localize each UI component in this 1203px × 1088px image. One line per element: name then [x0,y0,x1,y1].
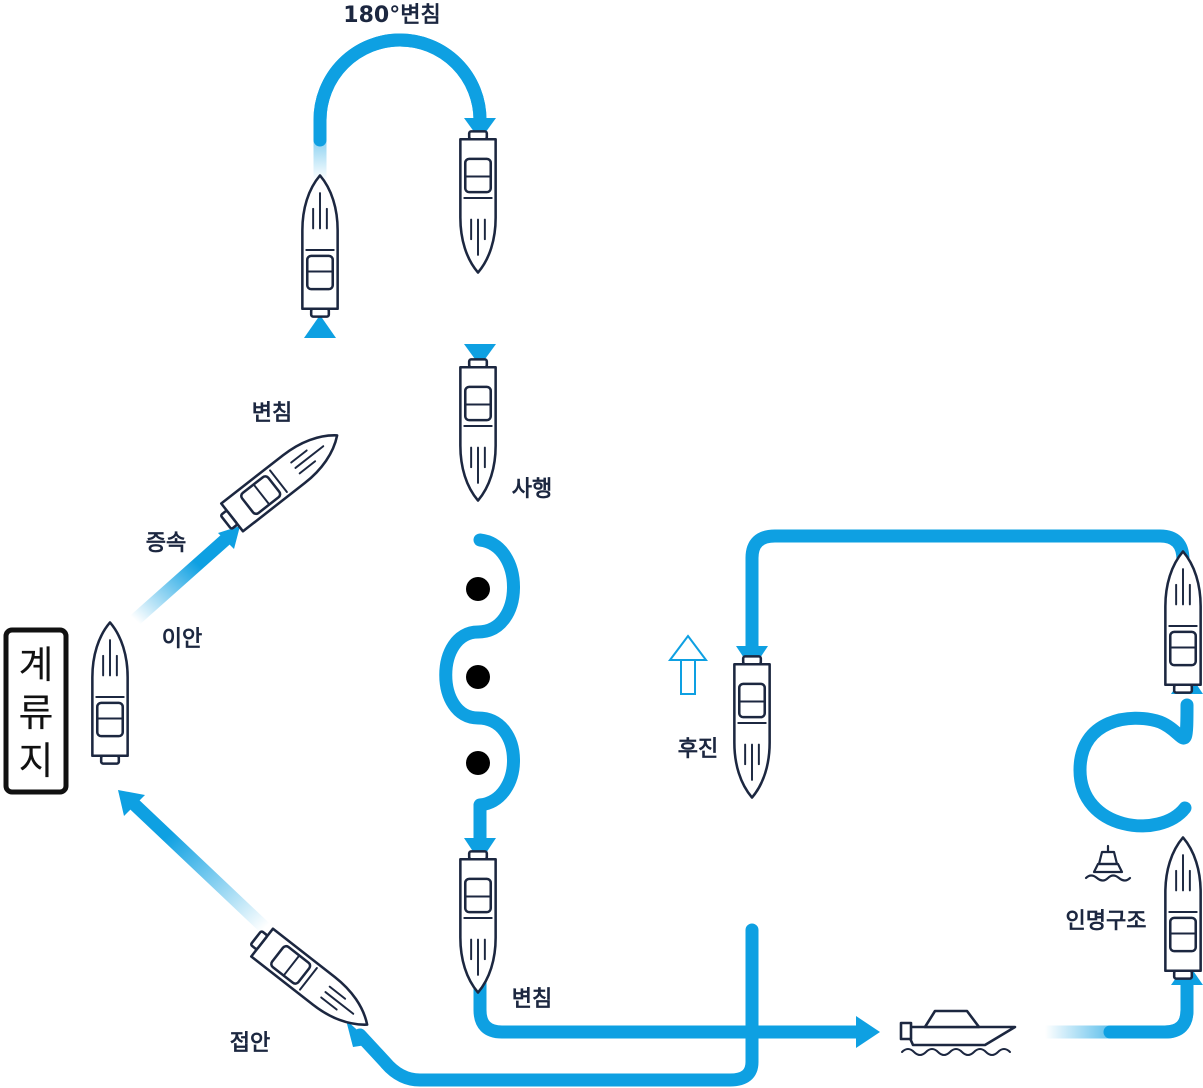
slalom-marker [466,665,490,689]
dock-label-line-2: 류 [19,691,54,735]
label-turn-bottom: 변침 [512,987,552,1012]
dock-box [3,627,69,795]
side-view-boat-icon [899,1009,1017,1047]
boat-icon [1164,550,1202,694]
boat-icon [460,131,495,272]
route-to-dock [128,798,272,935]
route-depart [128,533,232,627]
label-slalom: 사행 [512,477,552,502]
waves-icon [901,1048,1011,1056]
arrow-nw-icon [118,790,145,816]
boat-icon [301,174,339,318]
arrow-nw-icon [346,1020,373,1047]
boat-icon [1164,836,1202,980]
buoy-icon [1084,844,1132,882]
dock-label-line-3: 지 [19,739,54,783]
arrow-down-icon [464,118,496,140]
label-berth: 접안 [230,1031,270,1056]
arrow-down-icon [464,838,496,862]
route-to-berth [353,923,759,1087]
label-reverse: 후진 [678,737,718,762]
boat-icon [460,359,495,500]
route-to-rescue [1038,978,1194,1039]
arrow-right-icon [856,1016,880,1048]
boat-icon [245,924,378,1039]
boat-icon [460,851,495,992]
label-180-turn: 180°변침 [343,3,440,28]
dock-label-line-1: 계 [19,643,54,687]
boat-icon [213,420,350,538]
boat-icon [91,621,129,765]
arrow-down-icon [464,344,496,366]
up-arrow-outline-head [668,634,708,661]
route-rescue-loop [1073,698,1194,833]
label-depart: 이안 [162,627,202,652]
label-accelerate: 증속 [146,531,186,556]
label-turn-left: 변침 [252,401,292,426]
slalom-marker [466,577,490,601]
up-arrow-outline-shaft [680,659,696,695]
arrow-up-icon [304,315,336,338]
slalom-marker [466,751,490,775]
route-bottom-turn [473,953,865,1039]
arrow-ne-icon [218,526,240,549]
boat-icon [734,656,769,797]
label-rescue: 인명구조 [1066,909,1147,934]
